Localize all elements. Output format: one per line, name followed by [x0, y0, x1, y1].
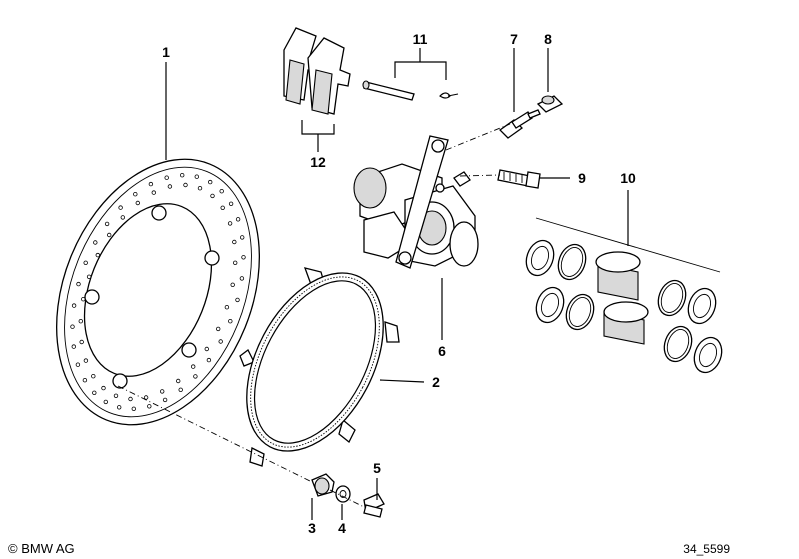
callout-4: 4 [338, 520, 346, 536]
callout-8: 8 [544, 31, 552, 47]
drill-hole [235, 297, 240, 303]
drill-hole [210, 193, 215, 199]
drill-hole [70, 324, 75, 329]
drill-hole [106, 232, 112, 238]
drill-hole [128, 396, 133, 402]
drill-hole [227, 221, 233, 226]
drill-hole [193, 374, 198, 379]
drill-hole [78, 319, 83, 324]
drill-hole [79, 339, 84, 345]
drill-hole [104, 221, 110, 227]
drill-hole [91, 374, 96, 379]
drill-hole [71, 344, 76, 349]
drill-hole [235, 217, 241, 222]
bleed-valve [498, 109, 541, 139]
callout-9: 9 [578, 170, 586, 186]
drill-hole [95, 252, 100, 258]
drill-hole [197, 185, 203, 191]
drill-hole [220, 205, 225, 210]
drill-hole [218, 339, 223, 344]
drill-hole [135, 200, 140, 206]
drill-hole [83, 358, 89, 363]
drill-hole [151, 190, 156, 195]
drill-hole [131, 406, 136, 411]
drill-hole [116, 405, 122, 410]
drill-hole [86, 274, 92, 279]
drill-hole [204, 346, 209, 352]
drill-hole [162, 397, 168, 403]
drill-hole [230, 282, 235, 287]
callout-3: 3 [308, 520, 316, 536]
caliper-bolt [497, 169, 541, 189]
callout-11: 11 [413, 31, 428, 47]
axis-line-valve [445, 123, 511, 151]
axis-line-disc [117, 385, 317, 485]
drill-hole [183, 182, 188, 188]
drill-hole [71, 303, 77, 308]
drill-hole [159, 389, 165, 394]
drill-hole [232, 260, 238, 265]
drill-hole [179, 172, 185, 178]
drill-hole [148, 181, 154, 187]
drill-hole [175, 378, 181, 384]
drill-hole [143, 395, 149, 400]
drill-hole [178, 387, 183, 392]
drill-hole [147, 404, 152, 409]
drill-hole [239, 235, 245, 240]
drill-hole [93, 240, 98, 245]
drill-hole [113, 393, 119, 398]
drill-hole [228, 201, 234, 206]
drill-hole [164, 175, 169, 180]
drawing-number: 34_5599 [683, 542, 730, 556]
drill-hole [190, 364, 196, 369]
drill-hole [206, 357, 212, 363]
drill-hole [239, 276, 245, 281]
bleed-cap [536, 95, 564, 113]
callout-12: 12 [310, 154, 326, 170]
drill-hole [207, 179, 213, 185]
brake-pads [283, 27, 351, 115]
mounting-sleeve [311, 473, 335, 497]
callout-7: 7 [510, 31, 518, 47]
drill-hole [82, 378, 88, 383]
drill-hole [101, 385, 106, 391]
drill-hole [103, 399, 108, 405]
abs-sensor-ring [239, 267, 400, 467]
pad-pin-and-clip [362, 80, 459, 101]
copyright-notice: © BMW AG [8, 541, 75, 556]
brake-caliper [353, 135, 479, 269]
drill-hole [224, 305, 230, 310]
callout-1: 1 [162, 44, 170, 60]
drill-hole [167, 184, 173, 189]
drill-hole [76, 281, 81, 287]
drill-hole [228, 319, 233, 324]
drill-hole [120, 215, 125, 220]
drill-hole [232, 239, 237, 245]
drill-hole [215, 326, 221, 332]
callout-10: 10 [620, 170, 636, 186]
brake-disc [56, 158, 260, 426]
hex-screw [363, 493, 385, 518]
drill-hole [118, 205, 123, 210]
drill-hole [194, 174, 199, 179]
seal-piston-kit [525, 217, 723, 374]
disc-drill-holes [70, 172, 246, 411]
callout-2: 2 [432, 374, 440, 390]
drill-hole [83, 260, 88, 265]
drill-hole [241, 255, 246, 260]
leader-lines [165, 48, 629, 520]
callout-6: 6 [438, 343, 446, 359]
drill-hole [219, 188, 224, 194]
drill-hole [133, 191, 138, 197]
callout-labels: 1 2 3 4 5 6 7 8 9 10 11 12 [162, 31, 636, 536]
drill-hole [75, 362, 81, 367]
drill-hole [92, 390, 97, 395]
callout-5: 5 [373, 460, 381, 476]
